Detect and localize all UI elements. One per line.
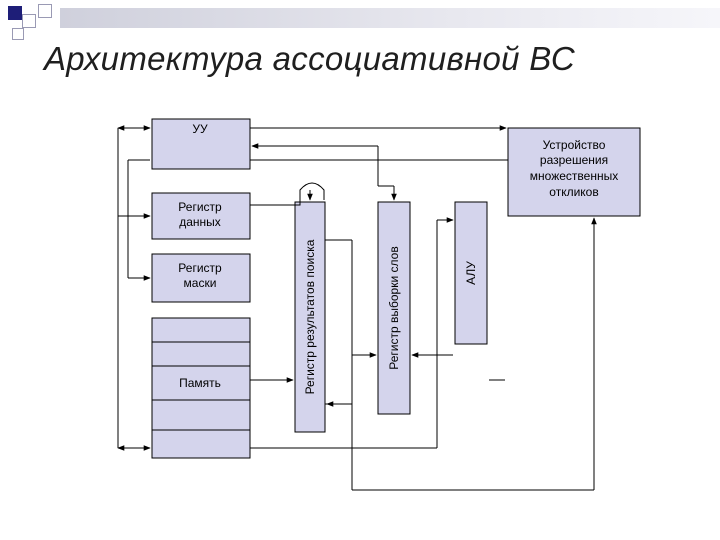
data-register-label-line2: данных bbox=[179, 215, 221, 229]
alu-block bbox=[454, 201, 488, 345]
deco-square-1 bbox=[8, 6, 22, 20]
memory-block bbox=[151, 317, 251, 459]
data-register-block bbox=[151, 192, 251, 240]
resolver-label-line4: откликов bbox=[549, 185, 598, 199]
deco-square-3 bbox=[38, 4, 52, 18]
deco-square-2 bbox=[22, 14, 36, 28]
control-unit-label: УУ bbox=[192, 122, 208, 136]
title-rule bbox=[60, 8, 720, 28]
word-select-register-block bbox=[377, 201, 411, 415]
word-select-register-label: Регистр выборки слов bbox=[387, 246, 401, 369]
resolver-label-line2: разрешения bbox=[540, 153, 608, 167]
resolver-block bbox=[507, 127, 641, 217]
memory-label: Память bbox=[179, 376, 221, 390]
slide-title: Архитектура ассоциативной ВС bbox=[44, 40, 575, 77]
resolver-label-line3: множественных bbox=[530, 169, 618, 183]
alu-label: АЛУ bbox=[464, 261, 478, 285]
connections bbox=[117, 125, 597, 491]
resolver-label-line1: Устройство bbox=[543, 138, 606, 152]
mask-register-block bbox=[151, 253, 251, 303]
mask-register-label-line2: маски bbox=[184, 276, 217, 290]
data-register-label-line1: Регистр bbox=[178, 200, 222, 214]
deco-square-4 bbox=[12, 28, 24, 40]
search-result-register-label: Регистр результатов поиска bbox=[303, 239, 317, 394]
search-result-register-block bbox=[294, 201, 326, 433]
mask-register-label-line1: Регистр bbox=[178, 261, 222, 275]
control-unit-block bbox=[151, 118, 251, 170]
